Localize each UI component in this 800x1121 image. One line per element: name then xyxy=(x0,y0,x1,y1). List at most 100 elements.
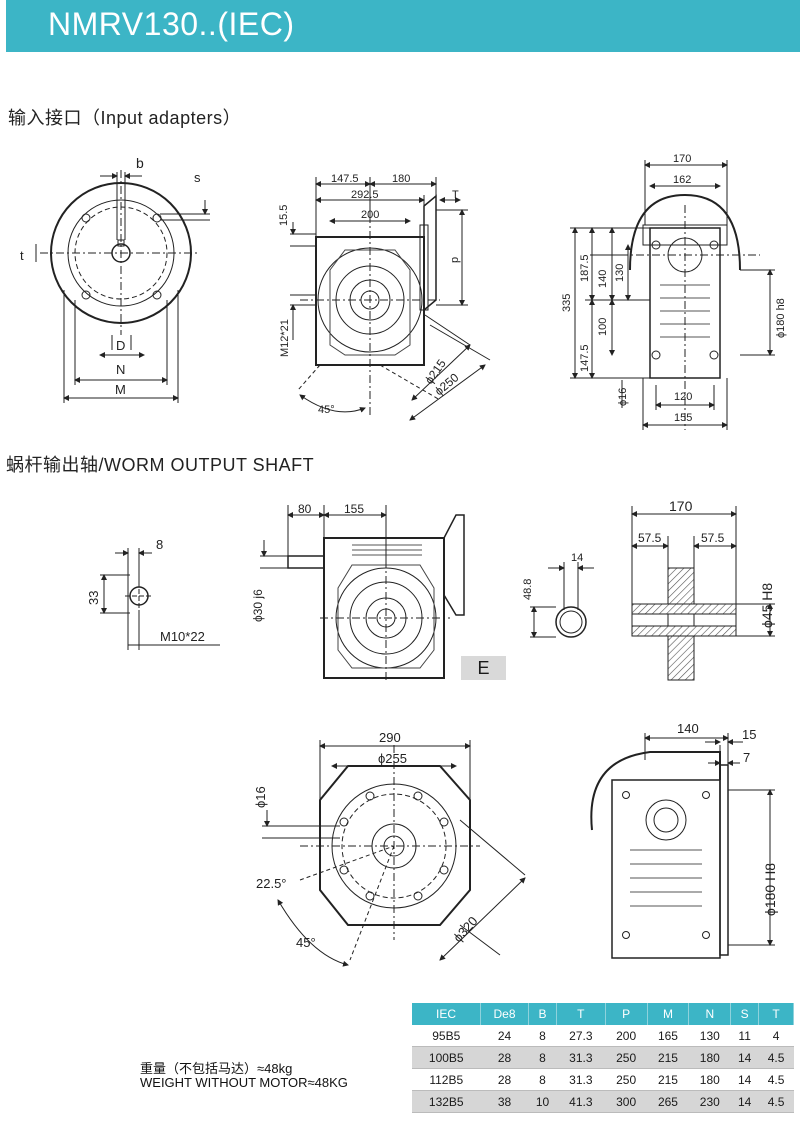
table-cell: 8 xyxy=(528,1046,557,1069)
dim-label: s xyxy=(194,170,201,185)
table-header-cell: B xyxy=(528,1003,557,1025)
dim-label: 170 xyxy=(669,498,693,514)
table-cell: 28 xyxy=(480,1046,529,1069)
table-header-row: IEC De8 B T P M N S T xyxy=(412,1003,794,1025)
dim-label: 162 xyxy=(673,174,691,186)
table-cell: 180 xyxy=(688,1068,731,1091)
title-banner: NMRV130..(IEC) xyxy=(6,0,800,52)
table-header-cell: T xyxy=(758,1003,794,1025)
dim-label: 45° xyxy=(296,935,316,950)
dim-label: N xyxy=(116,362,125,377)
table-cell: 4.5 xyxy=(758,1090,794,1113)
dim-label: 180 xyxy=(392,173,410,185)
dim-label: ϕ45 H8 xyxy=(759,583,775,628)
table-cell: 180 xyxy=(688,1046,731,1069)
table-header-cell: T xyxy=(556,1003,606,1025)
weight-note-cn: 重量（不包括马达）≈48kg xyxy=(140,1061,293,1076)
dim-label: M xyxy=(115,382,126,397)
table-cell: 28 xyxy=(480,1068,529,1091)
table-cell: 200 xyxy=(605,1025,648,1047)
weight-note-en: WEIGHT WITHOUT MOTOR≈48KG xyxy=(140,1075,348,1090)
drawing-worm-gearbox xyxy=(260,505,465,680)
table-header-cell: P xyxy=(605,1003,648,1025)
dim-label: M10*22 xyxy=(160,629,205,644)
table-cell: 4 xyxy=(758,1025,794,1047)
dim-label: ϕ255 xyxy=(378,751,407,766)
dim-label: b xyxy=(136,155,144,171)
dim-label: ϕ30 j6 xyxy=(251,589,265,622)
dim-label: 140 xyxy=(677,721,699,736)
table-cell: 14 xyxy=(730,1046,759,1069)
table-cell: 250 xyxy=(605,1046,648,1069)
dim-label: 15 xyxy=(742,727,756,742)
table-cell: 4.5 xyxy=(758,1046,794,1069)
dim-label: 335 xyxy=(561,294,573,312)
table-row: 95B5 24 8 27.3 200 165 130 11 4 xyxy=(412,1025,794,1047)
drawing-flange-front xyxy=(35,170,210,403)
dim-label: 140 xyxy=(597,270,609,288)
table-cell: 41.3 xyxy=(556,1090,606,1113)
dim-label: t xyxy=(20,248,24,263)
dim-label: 7 xyxy=(743,750,750,765)
table-header-cell: N xyxy=(688,1003,732,1025)
drawing-end-view-flange xyxy=(590,733,775,959)
dim-label: 14 xyxy=(571,552,583,564)
dim-label: 45° xyxy=(318,404,335,416)
table-cell: 230 xyxy=(688,1090,731,1113)
dim-label: T xyxy=(452,189,459,201)
dim-label: 33 xyxy=(86,591,101,605)
spec-table: IEC De8 B T P M N S T 95B5 24 8 27.3 200… xyxy=(412,1003,794,1113)
dim-label: 100 xyxy=(597,318,609,336)
table-cell: 112B5 xyxy=(412,1068,481,1091)
dim-label: 130 xyxy=(614,264,626,282)
dim-label: 15.5 xyxy=(278,205,290,226)
dim-label: 57.5 xyxy=(701,531,725,545)
table-cell: 95B5 xyxy=(412,1025,481,1047)
dim-label: 155 xyxy=(674,412,692,424)
dim-label: 57.5 xyxy=(638,531,662,545)
table-cell: 8 xyxy=(528,1068,557,1091)
table-cell: 8 xyxy=(528,1025,557,1047)
dim-label: ϕ320 xyxy=(450,913,481,945)
table-cell: 14 xyxy=(730,1090,759,1113)
dim-label: 187.5 xyxy=(579,254,591,282)
dim-label: ϕ180 h8 xyxy=(775,298,787,338)
table-cell: 10 xyxy=(528,1090,557,1113)
table-cell: 250 xyxy=(605,1068,648,1091)
table-row: 112B5 28 8 31.3 250 215 180 14 4.5 xyxy=(412,1068,794,1091)
dim-label: 147.5 xyxy=(579,344,591,372)
drawing-gearbox-end xyxy=(570,160,775,430)
table-cell: 130 xyxy=(688,1025,731,1047)
dim-label: ϕ16 xyxy=(253,786,268,808)
table-row: 132B5 38 10 41.3 300 265 230 14 4.5 xyxy=(412,1090,794,1113)
section-title-input-adapters: 输入接口（Input adapters） xyxy=(8,108,242,128)
table-cell: 265 xyxy=(647,1090,689,1113)
dim-label: 292.5 xyxy=(351,189,379,201)
dim-label: ϕ16 xyxy=(617,388,629,406)
drawing-output-shaft-key xyxy=(530,562,594,638)
dim-label: 8 xyxy=(156,537,163,552)
table-cell: 27.3 xyxy=(556,1025,606,1047)
table-cell: 31.3 xyxy=(556,1068,606,1091)
table-cell: 100B5 xyxy=(412,1046,481,1069)
table-header-cell: S xyxy=(730,1003,760,1025)
dim-label: 22.5° xyxy=(256,876,287,891)
table-header-cell: IEC xyxy=(412,1003,481,1025)
drawing-gearbox-side xyxy=(290,177,491,421)
page-title: NMRV130..(IEC) xyxy=(48,6,295,42)
table-header-cell: M xyxy=(647,1003,690,1025)
table-cell: 14 xyxy=(730,1068,759,1091)
drawing-shaft-end xyxy=(100,548,220,650)
table-cell: 38 xyxy=(480,1090,529,1113)
table-header-cell: De8 xyxy=(480,1003,530,1025)
section-title-worm-output-shaft: 蜗杆输出轴/WORM OUTPUT SHAFT xyxy=(6,455,315,475)
table-cell: 300 xyxy=(605,1090,648,1113)
dim-label: 290 xyxy=(379,730,401,745)
dim-label: 155 xyxy=(344,502,364,516)
dim-label: D xyxy=(116,338,125,353)
view-badge: E xyxy=(461,656,506,680)
dim-label: 200 xyxy=(361,209,379,221)
dim-label: 120 xyxy=(674,391,692,403)
table-cell: 215 xyxy=(647,1046,689,1069)
